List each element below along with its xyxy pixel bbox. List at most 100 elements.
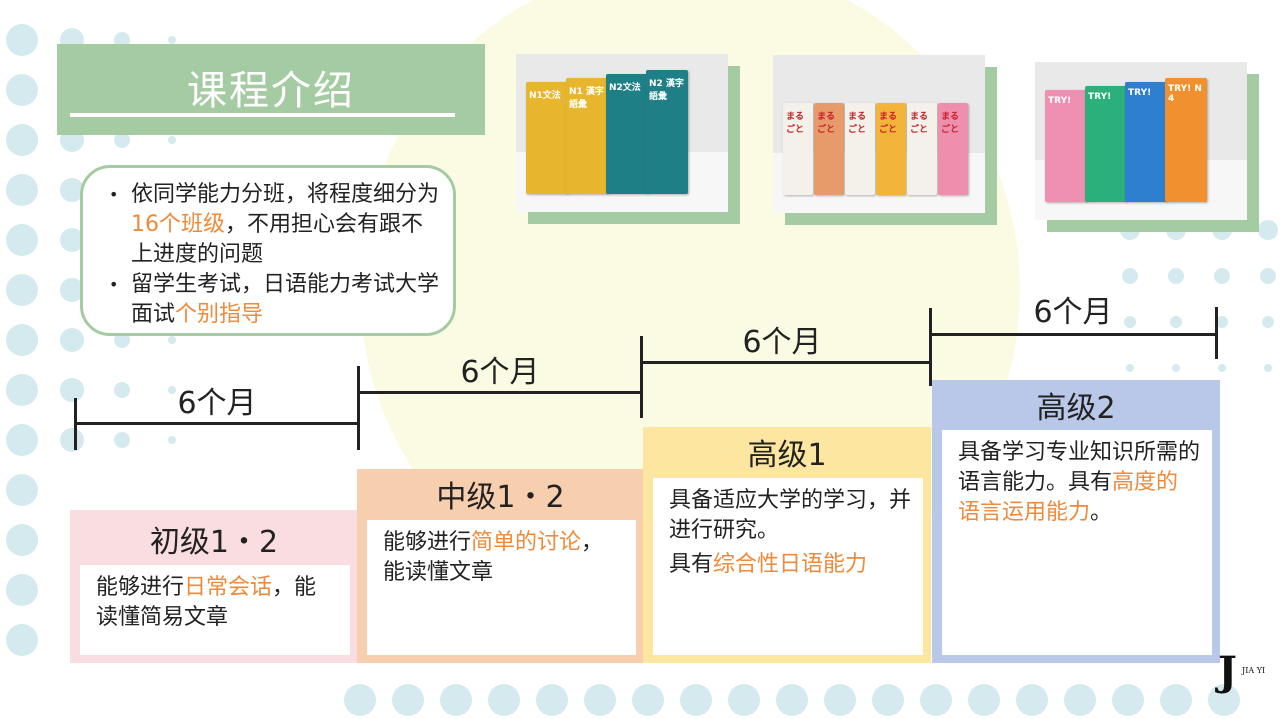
- decorative-dot: [6, 624, 38, 656]
- decorative-dot: [6, 124, 38, 156]
- book-cover: まるごと: [783, 103, 813, 195]
- info-box: 依同学能力分班，将程度细分为 16个班级，不用担心会有跟不上进度的问题 留学生考试…: [80, 165, 456, 336]
- decorative-dot: [1214, 268, 1230, 284]
- book-cover: TRY! N4: [1165, 78, 1207, 202]
- text: 能够进行: [383, 530, 472, 555]
- decorative-dot: [1122, 268, 1138, 284]
- decorative-dot: [6, 474, 38, 506]
- logo-mark: J: [1218, 648, 1237, 695]
- text: 具备适应大学的学习，并进行研究。: [669, 488, 912, 543]
- logo-text: JIA YI: [1242, 666, 1266, 675]
- info-bullet-1: 依同学能力分班，将程度细分为 16个班级，不用担心会有跟不上进度的问题: [109, 180, 439, 270]
- decorative-dot: [1258, 220, 1278, 240]
- title-underline: [70, 113, 455, 117]
- decorative-dot: [60, 328, 84, 352]
- book-cover: まるごと: [814, 103, 844, 195]
- timeline-segment: [75, 422, 359, 425]
- photo-try-books: TRY!TRY!TRY!TRY! N4: [1035, 62, 1259, 232]
- level-description: 具备学习专业知识所需的语言能力。具有高度的语言运用能力。: [942, 430, 1212, 655]
- book-cover: まるごと: [907, 103, 937, 195]
- text: 。: [1090, 500, 1113, 525]
- decorative-dot: [60, 428, 84, 452]
- highlight-text: 日常会话: [184, 575, 273, 600]
- decorative-dot: [920, 684, 952, 716]
- decorative-dot: [1126, 364, 1134, 372]
- book-cover: TRY!: [1045, 90, 1087, 202]
- decorative-dot: [632, 684, 664, 716]
- level-description: 能够进行日常会话，能读懂简易文章: [80, 565, 350, 655]
- decorative-dot: [6, 424, 38, 456]
- highlight-text: 综合性日语能力: [713, 552, 868, 577]
- decorative-dot: [968, 684, 1000, 716]
- decorative-dot: [168, 386, 176, 394]
- decorative-dot: [1208, 684, 1240, 716]
- level-name: 中级1・2: [436, 480, 565, 515]
- logo: J JIA YI: [1218, 648, 1278, 695]
- decorative-dot: [680, 684, 712, 716]
- decorative-dot: [1216, 316, 1228, 328]
- duration-label: 6个月: [1033, 295, 1113, 330]
- highlight-text: 个别指导: [175, 302, 264, 327]
- duration-label: 6个月: [742, 325, 822, 360]
- highlight-text: 简单的讨论: [471, 530, 582, 555]
- level-card-advanced-1: 高级1 具备适应大学的学习，并进行研究。 具有综合性日语能力: [643, 427, 931, 663]
- title-banner: 课程介绍: [57, 44, 485, 135]
- decorative-dot: [344, 684, 376, 716]
- decorative-dot: [6, 274, 38, 306]
- decorative-dot: [1124, 316, 1136, 328]
- text: 依同学能力分班，将程度细分为: [131, 182, 440, 207]
- level-name: 高级2: [1036, 391, 1116, 426]
- timeline-segment: [930, 333, 1217, 336]
- decorative-dot: [168, 36, 176, 44]
- decorative-dot: [6, 524, 38, 556]
- text: ，能读懂简易文章: [96, 575, 317, 630]
- book-cover: まるごと: [876, 103, 906, 195]
- decorative-dot: [1260, 268, 1276, 284]
- decorative-dot: [1218, 364, 1226, 372]
- text: 留学生考试，日语能力考试大学面试: [131, 272, 440, 327]
- decorative-dot: [6, 174, 38, 206]
- decorative-dot: [114, 332, 130, 348]
- duration-label: 6个月: [460, 355, 540, 390]
- highlight-text: 16个班级: [131, 212, 225, 237]
- decorative-dot: [392, 684, 424, 716]
- level-name: 高级1: [747, 438, 827, 473]
- decorative-dot: [488, 684, 520, 716]
- decorative-dot: [1262, 316, 1274, 328]
- text: 具备学习专业知识所需的语言能力。具有: [958, 440, 1201, 495]
- book-cover: N2 漢字語彙: [646, 70, 688, 194]
- decorative-dot: [114, 132, 130, 148]
- timeline-tick: [929, 308, 932, 386]
- level-card-beginner: 初级1・2 能够进行日常会话，能读懂简易文章: [70, 510, 358, 663]
- decorative-dot: [6, 324, 38, 356]
- decorative-dot: [168, 136, 176, 144]
- book-cover: まるごと: [845, 103, 875, 195]
- decorative-dot: [1160, 684, 1192, 716]
- decorative-dot: [1170, 316, 1182, 328]
- decorative-dot: [1016, 684, 1048, 716]
- level-description: 具备适应大学的学习，并进行研究。 具有综合性日语能力: [653, 478, 923, 655]
- decorative-dot: [872, 684, 904, 716]
- highlight-text: 高度的语言运用能力: [958, 470, 1179, 525]
- decorative-dot: [6, 224, 38, 256]
- text: ，能读懂文章: [383, 530, 604, 585]
- timeline-segment: [358, 391, 641, 394]
- decorative-dot: [114, 382, 130, 398]
- book-cover: N1文法: [526, 82, 568, 194]
- book-cover: TRY!: [1125, 82, 1167, 202]
- decorative-dot: [6, 374, 38, 406]
- decorative-dot: [1172, 364, 1180, 372]
- timeline-segment: [641, 361, 931, 364]
- book-cover: N1 漢字語彙: [566, 78, 608, 194]
- text: ，不用担心会有跟不上进度的问题: [131, 212, 424, 267]
- decorative-dot: [1168, 268, 1184, 284]
- decorative-dot: [1064, 684, 1096, 716]
- decorative-dot: [6, 24, 38, 56]
- book-cover: N2文法: [606, 74, 648, 194]
- decorative-dot: [1264, 364, 1272, 372]
- timeline-tick: [74, 398, 77, 450]
- book-cover: まるごと: [938, 103, 968, 195]
- decorative-dot: [168, 336, 176, 344]
- decorative-dot: [440, 684, 472, 716]
